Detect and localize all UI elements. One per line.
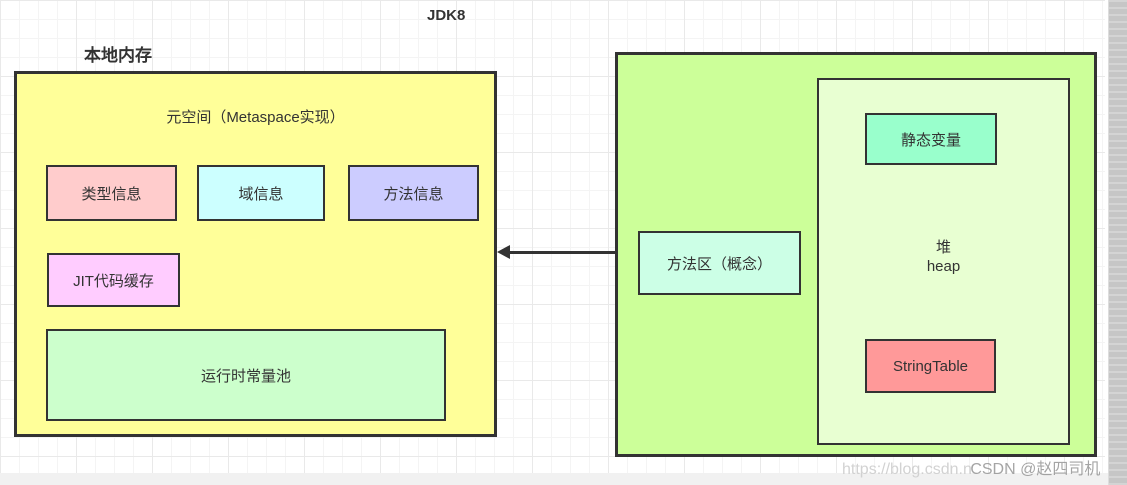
type-info-label: 类型信息 [81, 185, 142, 203]
diagram-canvas: JDK8 本地内存 元空间（Metaspace实现） 类型信息 域信息 方法信息… [0, 0, 1105, 473]
jit-code-cache-label: JIT代码缓存 [73, 272, 154, 290]
method-area-concept-label: 方法区（概念） [666, 255, 772, 273]
watermark-url: https://blog.csdn.n [842, 461, 972, 478]
vertical-scrollbar[interactable] [1108, 0, 1127, 485]
method-info-box: 方法信息 [348, 165, 479, 221]
method-info-label: 方法信息 [383, 185, 444, 203]
static-variables-label: 静态变量 [900, 131, 961, 149]
static-variables-box: 静态变量 [865, 113, 997, 165]
string-table-box: StringTable [865, 339, 996, 393]
heap-box: 静态变量 堆 heap StringTable [817, 78, 1070, 445]
heap-label: 堆 heap [819, 238, 1068, 276]
local-memory-label: 本地内存 [84, 46, 152, 65]
runtime-constant-pool-label: 运行时常量池 [200, 367, 291, 385]
heap-label-en: heap [926, 258, 961, 275]
jvm-memory-box: 方法区（概念） 静态变量 堆 heap StringTable [615, 52, 1097, 457]
canvas-bottom-margin [0, 473, 1108, 485]
method-area-concept-box: 方法区（概念） [638, 231, 801, 295]
type-info-box: 类型信息 [46, 165, 177, 221]
metaspace-box: 元空间（Metaspace实现） 类型信息 域信息 方法信息 JIT代码缓存 运… [14, 71, 497, 437]
method-area-to-metaspace-arrow-line [508, 251, 616, 254]
field-info-box: 域信息 [197, 165, 325, 221]
runtime-constant-pool-box: 运行时常量池 [46, 329, 446, 421]
string-table-label: StringTable [892, 357, 969, 375]
field-info-label: 域信息 [238, 185, 284, 203]
metaspace-title: 元空间（Metaspace实现） [166, 109, 345, 126]
csdn-watermark: https://blog.csdn.n CSDN @赵四司机 [842, 455, 1100, 479]
heap-label-cn: 堆 [935, 239, 951, 256]
jdk-version-label: JDK8 [427, 7, 466, 24]
jit-code-cache-box: JIT代码缓存 [47, 253, 180, 307]
watermark-credit: CSDN @赵四司机 [970, 461, 1101, 478]
arrow-head-icon [497, 245, 510, 259]
